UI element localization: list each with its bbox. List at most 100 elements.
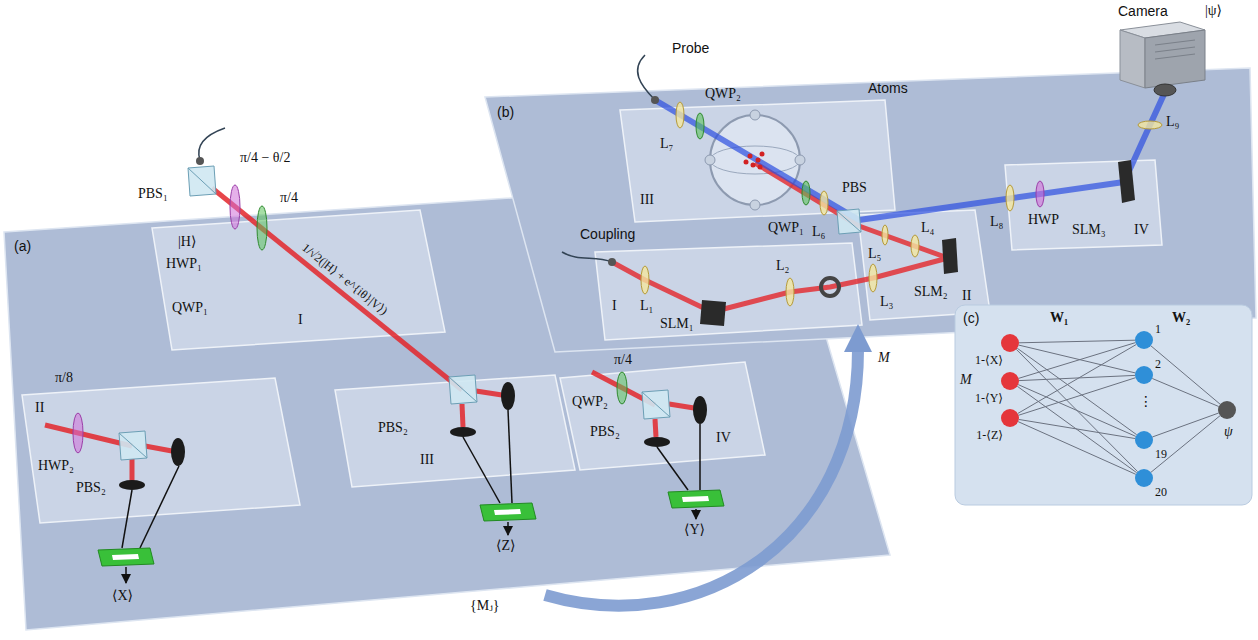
- module-region-shape: [560, 362, 765, 470]
- module-region-shape: [152, 210, 445, 350]
- network-panel: (c)1-⟨X⟩1-⟨Y⟩1-⟨Z⟩121920ψ: [955, 305, 1252, 505]
- component-label: π/4 − θ/2: [240, 150, 290, 166]
- neuron-label: 2: [1155, 357, 1161, 371]
- network-neuron: 1-⟨Z⟩: [1001, 409, 1019, 427]
- camera: [1155, 54, 1195, 59]
- component-label: PBS₂: [590, 424, 620, 440]
- component-label: PBS₂: [378, 420, 408, 436]
- network-neuron-outline: [1135, 331, 1153, 349]
- network-neuron-outline: [1135, 366, 1153, 384]
- network-neuron: 1-⟨X⟩: [1001, 334, 1019, 352]
- component-label: π/8: [55, 370, 73, 386]
- arrow-label: {Mⱼ}: [470, 598, 500, 614]
- region-numeral: II: [35, 400, 44, 416]
- region-numeral: IV: [1134, 222, 1149, 238]
- panel-board-shape: [4, 180, 890, 630]
- network-neuron-shape: [1218, 401, 1236, 419]
- beam-splitter-cube: [188, 168, 216, 194]
- module-region-outline: [595, 243, 862, 340]
- component-label: QWP₂: [705, 86, 741, 102]
- camera: [1155, 47, 1195, 52]
- component-label: SLM₃: [1072, 222, 1106, 238]
- network-panel-outline: [955, 305, 1252, 505]
- module-region-outline: [22, 378, 300, 523]
- network-neuron-outline: [1135, 431, 1153, 449]
- panel-board: (b)IIIIIIIV: [485, 68, 1256, 352]
- component-label: Probe: [672, 40, 709, 56]
- module-region-outline: [620, 100, 895, 222]
- arrow-label: M: [878, 350, 890, 366]
- component-label: |ψ⟩: [1205, 3, 1222, 19]
- weight-label: W₂: [1172, 310, 1190, 326]
- region-numeral: I: [612, 298, 617, 314]
- component-label: Atoms: [868, 80, 908, 96]
- network-neuron-outline: [1135, 469, 1153, 487]
- network-neuron-shape: [1135, 331, 1153, 349]
- component-label: PBS₂: [76, 480, 106, 496]
- weight-label: W₁: [1050, 310, 1068, 326]
- component-label: SLM₂: [914, 284, 948, 300]
- beam-splitter-cube: [188, 166, 216, 196]
- component-label: L₃: [880, 294, 893, 310]
- module-region-outline: [335, 375, 575, 487]
- network-neuron-outline: [1001, 372, 1019, 390]
- component-label: L₈: [990, 214, 1003, 230]
- region-numeral: I: [298, 312, 303, 328]
- region-numeral: IV: [716, 430, 731, 446]
- component-label: HWP₁: [166, 256, 202, 272]
- network-panel-shape: [955, 305, 1252, 505]
- beam-splitter-cube: [188, 166, 216, 196]
- camera: [1155, 40, 1195, 45]
- module-region-outline: [560, 362, 765, 470]
- network-neuron-shape: [1001, 334, 1019, 352]
- module-region-shape: [1005, 160, 1162, 250]
- network-neuron-shape: [1001, 409, 1019, 427]
- module-region: I: [152, 210, 445, 350]
- region-numeral: III: [640, 192, 654, 208]
- component-label: L₄: [921, 220, 934, 236]
- input-fiber: [199, 128, 225, 160]
- panel-label: (a): [14, 238, 31, 254]
- component-label: L₆: [812, 224, 825, 240]
- module-region: I: [595, 243, 862, 340]
- network-neuron: 1-⟨Y⟩: [1001, 372, 1019, 390]
- component-label: L₂: [776, 258, 789, 274]
- module-region-shape: [858, 210, 990, 320]
- panel-label: (c): [963, 310, 979, 326]
- component-label: PBS: [842, 180, 867, 196]
- neuron-label: 1: [1155, 322, 1161, 336]
- module-region: II: [22, 378, 300, 523]
- module-region: IV: [560, 362, 765, 470]
- network-neuron-shape: [1135, 431, 1153, 449]
- input-label: M: [960, 372, 972, 388]
- neuron-label: 1-⟨X⟩: [975, 353, 1003, 367]
- measurement-output: ⟨X⟩: [112, 588, 133, 604]
- ellipsis: ⋮: [1139, 394, 1153, 410]
- panel-board-outline: [4, 180, 890, 630]
- panel-label: (b): [497, 104, 514, 120]
- component-label: π/4: [614, 352, 632, 368]
- module-region-shape: [335, 375, 575, 487]
- network-neuron-outline: [1218, 401, 1236, 419]
- neuron-label: 1-⟨Y⟩: [975, 391, 1003, 405]
- network-neuron: 1: [1135, 331, 1153, 349]
- component-label: PBS₁: [138, 186, 168, 202]
- measurement-output: ⟨Y⟩: [684, 522, 705, 538]
- input-fiber: [196, 128, 225, 165]
- module-region-shape: [620, 100, 895, 222]
- module-region-shape: [22, 378, 300, 523]
- network-neuron: 19: [1135, 431, 1153, 449]
- neuron-label: 20: [1155, 485, 1167, 499]
- module-region: III: [620, 100, 895, 222]
- module-region-shape: [595, 243, 862, 340]
- component-label: L₉: [1166, 114, 1179, 130]
- neuron-label: ψ: [1224, 424, 1233, 440]
- network-neuron-shape: [1135, 469, 1153, 487]
- network-neuron-outline: [1001, 334, 1019, 352]
- module-region-outline: [152, 210, 445, 350]
- module-region: III: [335, 375, 575, 487]
- network-neuron: 2: [1135, 366, 1153, 384]
- component-label: L₅: [868, 246, 881, 262]
- component-label: Coupling: [580, 226, 635, 242]
